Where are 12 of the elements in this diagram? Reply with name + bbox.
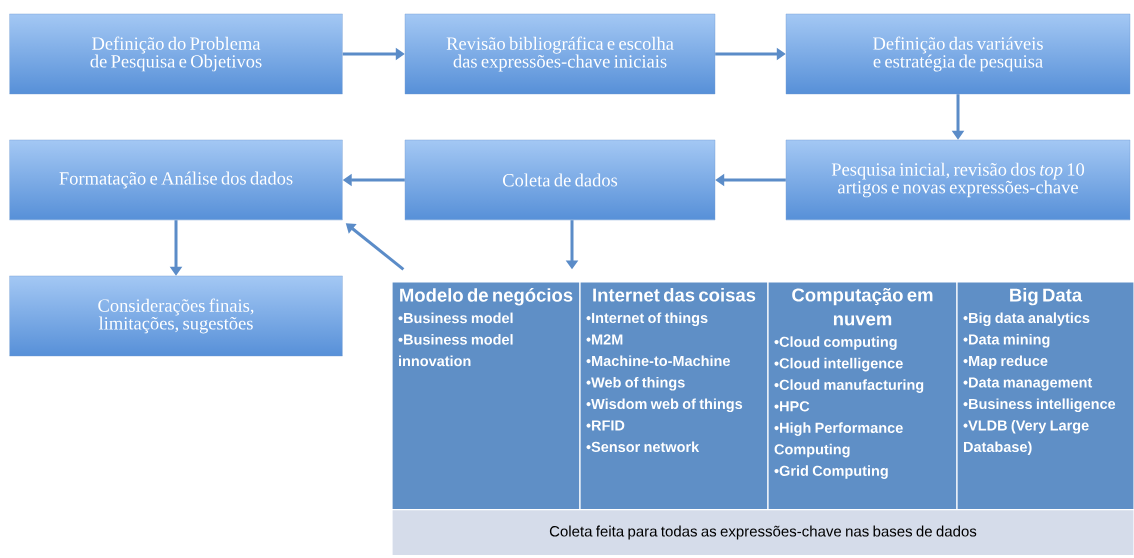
process-box: Pesquisa inicial, revisão dos top 10 artigos e novas expressões-chave xyxy=(785,139,1131,221)
note-row: Coleta feita para todas as expressões-chave nas bases de dados xyxy=(391,509,1134,557)
process-box: Formatação e Análise dos dados xyxy=(9,139,343,221)
process-box: Definição do Problema de Pesquisa e Objetivos xyxy=(9,13,343,95)
keyword-column: Internet das coisas •Internet of things •M2M •Machine-to-Machine •Web of things •Wisdom web of things •RFID •Sensor network xyxy=(579,281,769,511)
process-box: Considerações finais, limitações, sugestões xyxy=(9,275,343,357)
keyword-column: Big Data •Big data analytics •Data mining •Map reduce •Data management •Business intelligence •VLDB (Very Large Database) xyxy=(956,281,1134,511)
keyword-column: Computação em nuvem •Cloud computing •Cloud intelligence •Cloud manufacturing •HPC •High Performance Computing •Grid Computing xyxy=(767,281,958,511)
keyword-column: Modelo de negócios •Business model •Business model innovation xyxy=(391,281,581,511)
process-box: Coleta de dados xyxy=(404,139,716,221)
process-box: Revisão bibliográfica e escolha das expressões-chave iniciais xyxy=(404,13,716,95)
process-box: Definição das variáveis e estratégia de pesquisa xyxy=(785,13,1131,95)
